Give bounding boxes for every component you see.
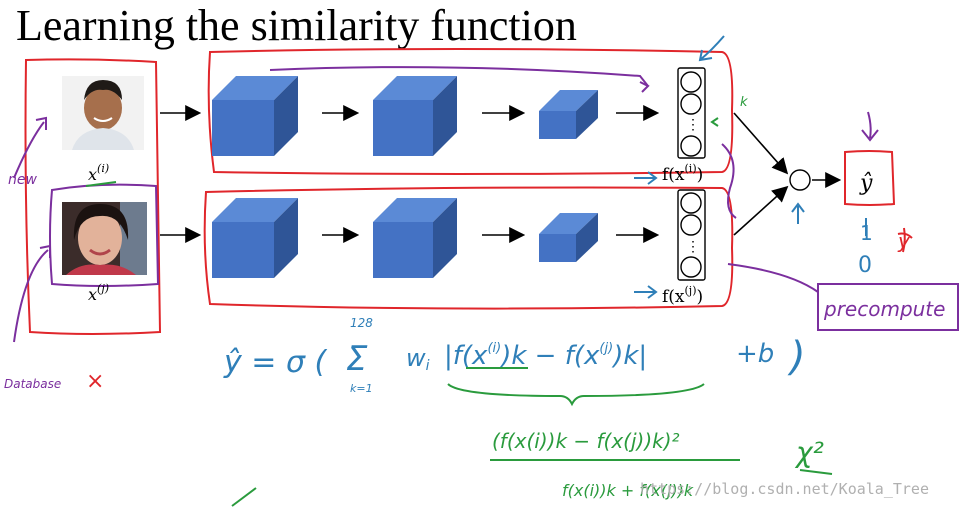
chi-symbol: χ² [794,436,824,469]
stray-mark [231,487,257,507]
chi-numerator: (f(x(i))k − f(x(j))k)² [492,429,680,453]
note-database: Database [4,377,61,391]
formula-sum-bottom: k=1 [350,382,373,395]
input-photo-bottom [62,202,147,275]
formula-abs: |f(x(i))k − f(x(j))k| [444,341,647,371]
similarity-formula: ŷ = σ ( 128 Σ k=1 wi |f(x(i))k − f(x(j))… [223,316,806,395]
note-one: 1 [860,221,873,245]
flow-arrows [160,105,842,243]
cnn-layer-3-top [539,90,598,139]
formula-w: wi [406,344,430,374]
output-yhat: ŷ [859,171,873,196]
formula-sum: Σ [346,339,368,379]
note-y: y [897,229,911,253]
svg-text:⋮: ⋮ [686,239,700,255]
note-k: k [740,95,748,110]
formula-plus-b: +b [736,339,774,369]
encoding-vector-bottom: ⋮ [677,189,706,281]
red-annotations [24,48,913,335]
formula-close: ) [787,334,806,380]
note-cross: × [86,369,104,394]
input-label-top: x(i) [88,162,109,184]
formula-sum-top: 128 [350,316,373,330]
handwritten-notes: new Database × k y 1 0 precompute [4,95,945,394]
note-new: new [8,172,37,188]
note-precompute: precompute [823,297,945,321]
cnn-layer-3-bottom [539,213,598,262]
combiner-node [789,169,811,191]
input-label-bottom: x(j) [88,282,109,304]
input-photo-top [62,76,144,150]
slide-title: Learning the similarity function [16,1,577,50]
green-annotations [85,117,719,187]
cnn-layer-1-top [212,76,298,156]
cnn-layer-1-bottom [212,198,298,278]
chi-denominator: f(x(i))k + f(x(j))k [562,481,694,500]
output-label-top: f(x(i)) [662,162,703,185]
watermark: https://blog.csdn.net/Koala_Tree [640,480,929,498]
encoding-vector-top: ⋮ [677,67,706,159]
output-label-bottom: f(x(j)) [662,284,703,307]
note-zero: 0 [858,253,872,278]
formula-brace [447,367,833,475]
cnn-layer-2-bottom [373,198,457,278]
formula-lhs: ŷ = σ ( [223,345,328,380]
blue-annotations [634,35,867,299]
svg-text:⋮: ⋮ [686,117,700,133]
cnn-layer-2-top [373,76,457,156]
chi-square-formula: (f(x(i))k − f(x(j))k)² f(x(i))k + f(x(j)… [492,429,824,500]
purple-annotations [13,66,959,343]
